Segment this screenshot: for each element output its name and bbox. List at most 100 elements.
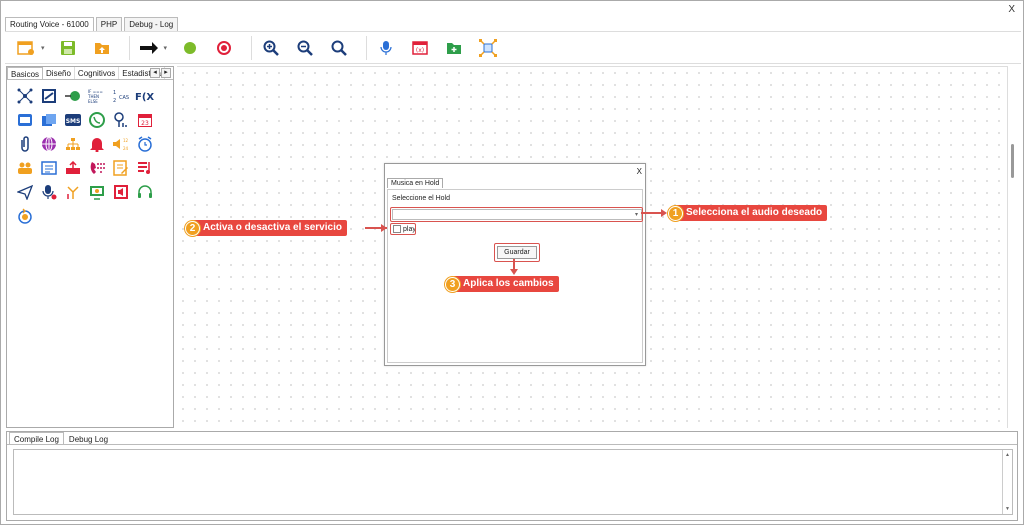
- monitor-icon[interactable]: [85, 180, 109, 204]
- agent-group-icon[interactable]: [13, 156, 37, 180]
- playlist-music-icon[interactable]: [133, 156, 157, 180]
- callout-connector: [513, 259, 515, 271]
- zoom-out-icon[interactable]: [292, 35, 318, 61]
- tab-routing-voice[interactable]: Routing Voice - 61000: [5, 17, 94, 31]
- svg-text:24: 24: [123, 146, 129, 151]
- alarm-clock-icon[interactable]: [133, 132, 157, 156]
- checkbox-highlight: [390, 223, 416, 235]
- hold-select[interactable]: ▾: [392, 209, 642, 220]
- log-output[interactable]: ▲ ▼: [13, 449, 1013, 515]
- window-close-button[interactable]: X: [1008, 4, 1015, 15]
- save-icon[interactable]: [55, 35, 81, 61]
- scroll-left-button[interactable]: ◂: [150, 68, 160, 78]
- scroll-down-icon[interactable]: ▼: [1005, 506, 1010, 512]
- sync-target-icon[interactable]: [13, 204, 37, 228]
- paperclip-icon[interactable]: [13, 132, 37, 156]
- callout-text: Aplica los cambios: [453, 276, 559, 292]
- sms-icon[interactable]: SMS: [61, 108, 85, 132]
- network-icon[interactable]: [13, 84, 37, 108]
- scroll-up-icon[interactable]: ▲: [1005, 452, 1010, 458]
- form-edit-icon[interactable]: [109, 156, 133, 180]
- queue-icon[interactable]: [37, 108, 61, 132]
- tab-cognitivos[interactable]: Cognitivos: [75, 67, 120, 79]
- hold-music-dialog: X Musica en Hold Seleccione el Hold ▾ pl…: [384, 163, 646, 366]
- play-checkbox-row[interactable]: play: [393, 225, 416, 233]
- toolbar-separator: [251, 35, 253, 60]
- tab-debug-log[interactable]: Debug Log: [68, 435, 109, 444]
- select-highlight: [390, 207, 643, 222]
- variable-icon[interactable]: (x): [407, 35, 433, 61]
- callout-2: 2 Activa o desactiva el servicio: [185, 220, 347, 236]
- arrow-right-icon[interactable]: [136, 35, 162, 61]
- dialog-close-button[interactable]: X: [636, 167, 642, 176]
- transfer-icon[interactable]: [37, 84, 61, 108]
- dialog-body: Seleccione el Hold ▾ play Guardar: [387, 189, 643, 363]
- org-chart-icon[interactable]: [61, 132, 85, 156]
- zoom-in-icon[interactable]: [258, 35, 284, 61]
- tab-compile-log[interactable]: Compile Log: [9, 432, 64, 444]
- canvas-scrollbar[interactable]: [1007, 66, 1017, 428]
- play-checkbox-label: play: [403, 225, 416, 233]
- globe-icon[interactable]: [37, 132, 61, 156]
- svg-text:12: 12: [123, 138, 129, 143]
- chevron-down-icon[interactable]: ▾: [163, 44, 168, 52]
- save-button[interactable]: Guardar: [497, 246, 537, 259]
- mic-record-icon[interactable]: [37, 180, 61, 204]
- tab-basicos[interactable]: Basicos: [7, 67, 44, 79]
- callout-connector: [365, 227, 387, 229]
- toolbar: ▾ ▾ (x): [5, 31, 1021, 64]
- signal-icon[interactable]: [109, 108, 133, 132]
- record-stop-icon[interactable]: [211, 35, 237, 61]
- tab-php[interactable]: PHP: [95, 17, 123, 31]
- microphone-icon[interactable]: [373, 35, 399, 61]
- function-icon[interactable]: F(X): [133, 84, 157, 108]
- alarm-bell-icon[interactable]: [85, 132, 109, 156]
- audio-file-icon[interactable]: [109, 180, 133, 204]
- svg-text:(x): (x): [416, 47, 424, 54]
- top-tab-bar: Routing Voice - 61000 PHP Debug - Log: [5, 17, 180, 31]
- chevron-down-icon[interactable]: ▾: [634, 212, 638, 218]
- chevron-down-icon[interactable]: ▾: [41, 44, 45, 52]
- whatsapp-icon[interactable]: [85, 108, 109, 132]
- tab-diseno[interactable]: Diseño: [43, 67, 75, 79]
- case-icon[interactable]: 1 2CASE: [109, 84, 133, 108]
- hold-select-label: Seleccione el Hold: [392, 195, 450, 202]
- callout-number: 1: [668, 205, 683, 221]
- scrollbar-thumb[interactable]: [1011, 144, 1014, 178]
- send-icon[interactable]: [13, 180, 37, 204]
- keypad-icon[interactable]: [13, 108, 37, 132]
- dialpad-icon[interactable]: [85, 156, 109, 180]
- play-checkbox[interactable]: [393, 225, 401, 233]
- flow-canvas[interactable]: [177, 66, 1017, 428]
- calendar-icon[interactable]: 23: [133, 108, 157, 132]
- green-dot-icon[interactable]: [177, 35, 203, 61]
- add-folder-icon[interactable]: [441, 35, 467, 61]
- fit-screen-icon[interactable]: [475, 35, 501, 61]
- palette-tab-bar: Basicos Diseño Cognitivos Estadistica: [7, 67, 173, 80]
- callout-text: Selecciona el audio deseado: [676, 205, 828, 221]
- contact-card-icon[interactable]: [37, 156, 61, 180]
- upload-stack-icon[interactable]: [61, 156, 85, 180]
- palette-tab-scroll: ◂ ▸: [150, 68, 171, 78]
- svg-text:CASE: CASE: [119, 95, 129, 101]
- svg-text:2: 2: [113, 98, 116, 104]
- callout-arrowhead: [661, 209, 667, 217]
- save-highlight: [494, 243, 540, 262]
- svg-text:1: 1: [113, 90, 116, 96]
- tab-debug-log[interactable]: Debug - Log: [124, 17, 179, 31]
- scroll-right-button[interactable]: ▸: [161, 68, 171, 78]
- volume-time-icon[interactable]: 12 24: [109, 132, 133, 156]
- route-split-icon[interactable]: [61, 180, 85, 204]
- headset-icon[interactable]: [133, 180, 157, 204]
- tab-musica-en-hold[interactable]: Musica en Hold: [387, 178, 444, 188]
- svg-text:SMS: SMS: [66, 118, 81, 125]
- callout-3: 3 Aplica los cambios: [445, 276, 559, 292]
- zoom-reset-icon[interactable]: [326, 35, 352, 61]
- log-scrollbar[interactable]: ▲ ▼: [1002, 450, 1012, 514]
- globe-arrow-icon[interactable]: [61, 84, 85, 108]
- open-folder-icon[interactable]: [89, 35, 115, 61]
- new-flow-icon[interactable]: [13, 35, 39, 61]
